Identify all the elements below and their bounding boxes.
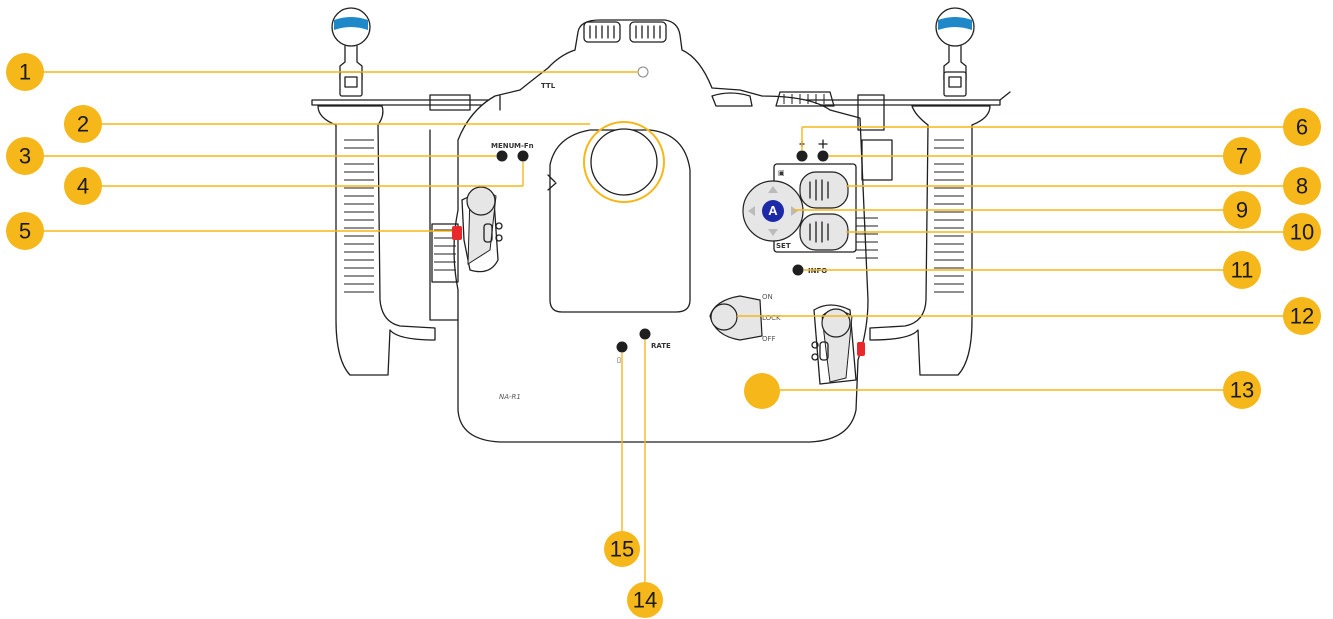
multi-selector[interactable]: A	[742, 180, 804, 242]
svg-text:15: 15	[610, 537, 634, 562]
callout-12: 12	[1283, 297, 1321, 335]
callout-4: 4	[64, 167, 102, 205]
svg-text:2: 2	[77, 112, 89, 137]
callout-9: 9	[1223, 191, 1261, 229]
svg-text:13: 13	[1230, 378, 1254, 403]
lower-button[interactable]	[799, 213, 849, 251]
svg-text:7: 7	[1236, 144, 1248, 169]
playback-button[interactable]	[796, 150, 808, 162]
menu-label: MENU	[491, 142, 515, 150]
right-ball-mount-band	[938, 17, 972, 30]
svg-text:11: 11	[1231, 258, 1254, 283]
model-label: NA-R1	[499, 393, 521, 401]
ttl-indicator	[637, 66, 649, 78]
svg-text:4: 4	[77, 174, 89, 199]
svg-text:6: 6	[1296, 115, 1308, 140]
power-switch[interactable]: ON LOCK OFF	[709, 293, 781, 343]
left-ball-mount-band	[334, 17, 368, 30]
viewfinder-highlight	[583, 121, 665, 203]
left-handle	[317, 105, 436, 376]
svg-text:14: 14	[633, 588, 657, 613]
callout-7: 7	[1223, 137, 1261, 175]
lcd-window	[549, 129, 691, 313]
info-button[interactable]	[792, 264, 804, 276]
svg-text:9: 9	[1236, 198, 1248, 223]
menu-button[interactable]	[496, 150, 508, 162]
left-lever[interactable]	[452, 186, 503, 273]
svg-text:1: 1	[19, 60, 31, 85]
housing-body	[453, 19, 869, 443]
off-label: OFF	[762, 335, 776, 343]
set-label: SET	[776, 242, 791, 250]
delete-button[interactable]	[616, 341, 628, 353]
panel-icon: ▣	[778, 169, 785, 177]
callout-6: 6	[1283, 108, 1321, 146]
housing-drawing: TTL MENU M-Fn	[311, 7, 1011, 443]
svg-text:5: 5	[19, 219, 31, 244]
trash-icon: ▯	[617, 356, 621, 364]
callout-8: 8	[1283, 167, 1321, 205]
zoom-button[interactable]	[817, 150, 829, 162]
upper-button[interactable]	[799, 171, 849, 209]
top-dials	[583, 21, 667, 43]
ttl-label: TTL	[541, 82, 556, 90]
callout-3: 3	[6, 137, 44, 175]
right-handle	[869, 105, 991, 376]
rate-label: RATE	[651, 342, 671, 350]
mfn-button[interactable]	[517, 150, 529, 162]
viewfinder-port	[590, 128, 658, 196]
svg-text:3: 3	[19, 144, 31, 169]
yellow-control[interactable]	[744, 373, 780, 409]
callout-15: 15	[604, 531, 640, 567]
svg-text:8: 8	[1296, 174, 1308, 199]
right-ball-mount	[935, 7, 975, 97]
callout-10: 10	[1283, 213, 1321, 251]
mfn-label: M-Fn	[514, 142, 534, 150]
svg-text:12: 12	[1290, 304, 1314, 329]
callout-2: 2	[64, 105, 102, 143]
callout-5: 5	[6, 212, 44, 250]
callout-1: 1	[6, 53, 44, 91]
lock-label: LOCK	[762, 314, 781, 322]
callout-14: 14	[627, 582, 663, 618]
on-label: ON	[762, 293, 773, 301]
callout-11: 11	[1223, 251, 1261, 289]
info-label: INFO	[808, 267, 827, 275]
left-ball-mount	[331, 7, 371, 97]
callout-badges: 1 2 3 4 5 6 7 8	[6, 53, 1321, 618]
callout-leaders	[40, 71, 1290, 585]
rate-button[interactable]	[639, 328, 651, 340]
svg-text:10: 10	[1290, 220, 1314, 245]
right-lever[interactable]	[811, 304, 865, 385]
callout-13: 13	[1223, 371, 1261, 409]
dpad-label: A	[768, 203, 778, 218]
